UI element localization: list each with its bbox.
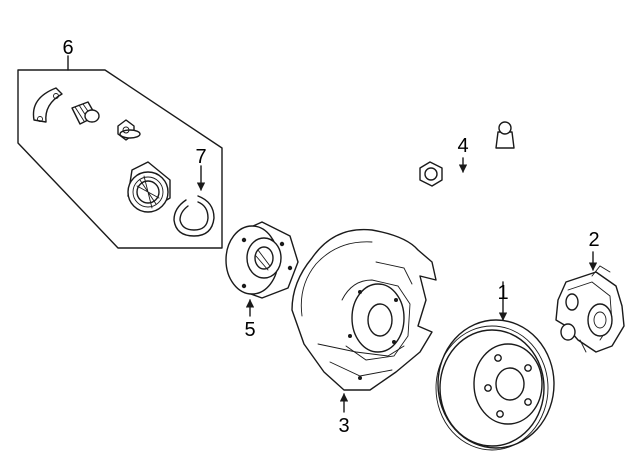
caliper-part xyxy=(555,251,625,353)
hub-part xyxy=(225,221,299,317)
callout-5: 5 xyxy=(244,319,255,341)
splash-shield-part xyxy=(291,228,437,413)
callout-6: 6 xyxy=(62,37,73,59)
callout-2: 2 xyxy=(588,229,599,251)
wheel-bearing-part xyxy=(127,161,171,213)
bolt-part xyxy=(71,101,100,125)
snap-ring-part xyxy=(173,195,215,237)
clip-part xyxy=(32,87,63,123)
nut-part xyxy=(117,119,141,141)
callout-3: 3 xyxy=(338,415,349,437)
brake-hose-part xyxy=(419,121,515,187)
bearing-kit-group xyxy=(17,55,223,249)
callout-4: 4 xyxy=(457,135,468,157)
rotor-part xyxy=(435,281,555,451)
callout-7: 7 xyxy=(195,146,206,168)
kit-outline xyxy=(17,69,223,249)
callout-1: 1 xyxy=(497,282,508,304)
